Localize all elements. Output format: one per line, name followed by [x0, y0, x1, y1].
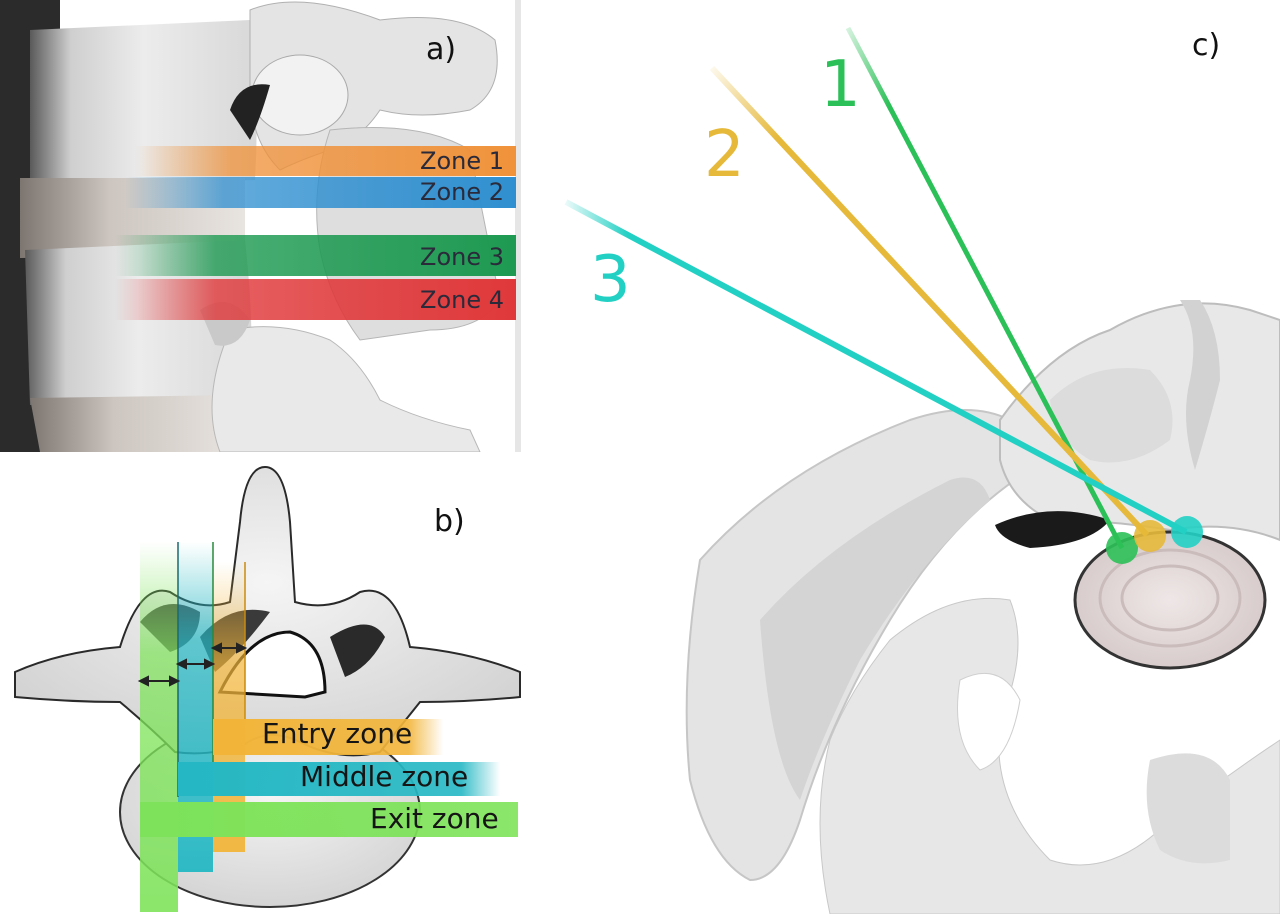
zone-2-label: Zone 2 [420, 178, 504, 206]
axial-vertebra-illustration [14, 465, 521, 912]
pelvis-illustration [564, 26, 1280, 914]
panel-a-label: a) [426, 32, 457, 67]
trajectory-2-label: 2 [704, 118, 745, 192]
trajectory-3-target [1171, 516, 1203, 548]
exit-zone-label: Exit zone [370, 802, 499, 835]
trajectory-2-target [1134, 520, 1166, 552]
panel-c-label: c) [1192, 28, 1221, 63]
panel-b-axial-vertebra: b) Entry zone Middle zone Exit zone [0, 462, 530, 914]
exit-zone-strip [140, 542, 178, 912]
panel-b-label: b) [434, 504, 465, 539]
exit-zone-bar [140, 802, 518, 837]
zone-1-label: Zone 1 [420, 147, 504, 175]
trajectory-1-label: 1 [820, 48, 861, 122]
trajectory-3-label: 3 [590, 243, 631, 317]
trajectory-2-line [709, 65, 1150, 538]
zone-3-label: Zone 3 [420, 243, 504, 271]
middle-zone-bar [178, 762, 500, 796]
width-arrows [137, 642, 248, 687]
trajectory-1-target [1106, 532, 1138, 564]
entry-zone-bar [213, 719, 443, 755]
zone-4-label: Zone 4 [420, 286, 504, 314]
middle-zone-label: Middle zone [300, 760, 469, 793]
zone-4-band [115, 279, 516, 320]
trajectory-3-line [564, 199, 1188, 535]
zone-3-band [115, 235, 516, 276]
zone-1-band [135, 146, 516, 176]
panel-a-lateral-spine: a) Zone 1 Zone 2 Zone 3 Zone 4 [0, 0, 522, 452]
entry-zone-label: Entry zone [262, 717, 413, 750]
lateral-spine-illustration [0, 0, 521, 452]
zone-2-band [125, 177, 516, 208]
panel-c-pelvis-trajectories: c) 1 2 3 [530, 0, 1280, 914]
